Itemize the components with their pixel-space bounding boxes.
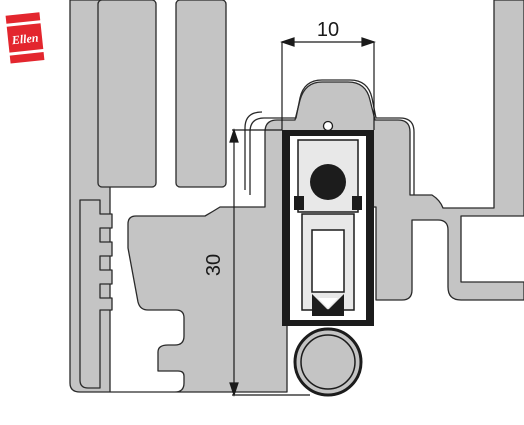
ellen-logo: Ellen (5, 12, 45, 64)
dimension-width-label: 10 (317, 19, 339, 41)
seal-plug (310, 164, 346, 200)
dimension-width (280, 37, 376, 130)
dimension-height (229, 128, 310, 397)
seal-housing (244, 79, 415, 195)
logo-text: Ellen (10, 31, 39, 48)
seal-channel (282, 120, 374, 326)
dimension-height-label: 30 (203, 254, 225, 276)
